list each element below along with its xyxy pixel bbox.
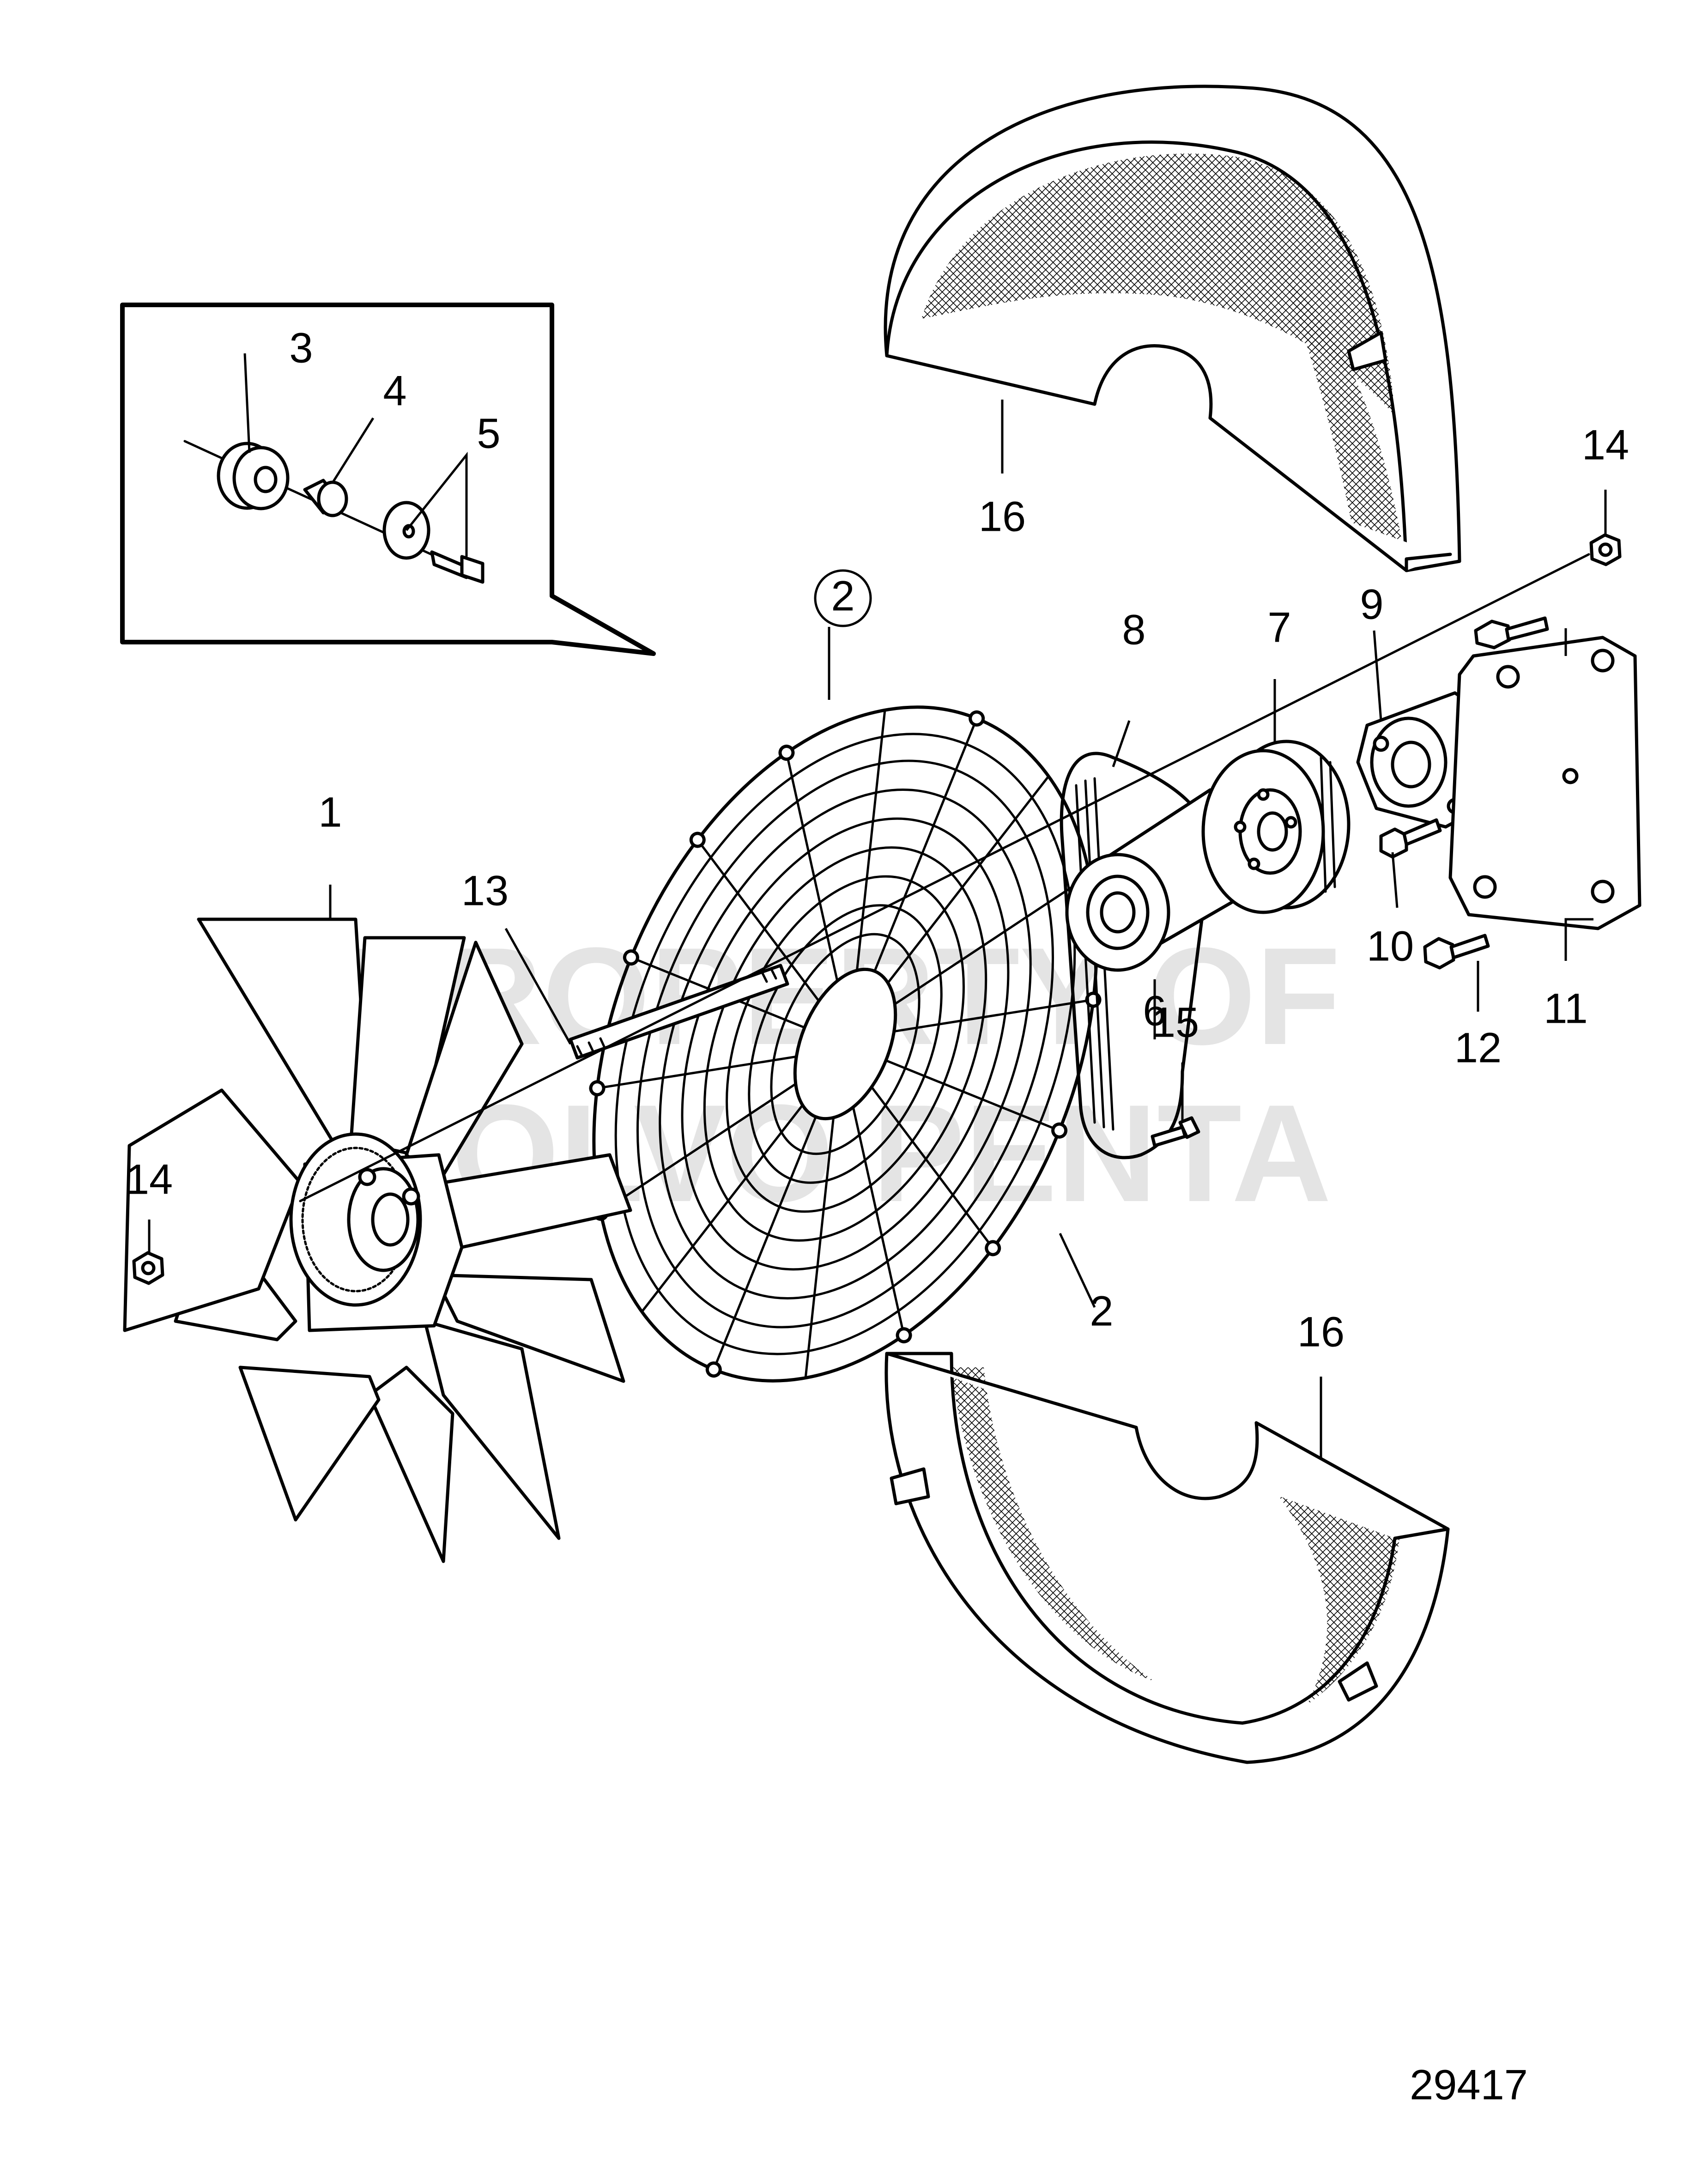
screw-15 bbox=[1151, 1116, 1200, 1147]
label-11: 11 bbox=[1544, 985, 1588, 1032]
assembly-axis-line bbox=[299, 553, 1590, 1202]
label-5: 5 bbox=[477, 410, 500, 457]
mounting-bracket bbox=[1448, 636, 1641, 930]
label-15: 15 bbox=[1152, 999, 1199, 1046]
fan-shroud-upper bbox=[884, 85, 1461, 572]
bolt-10 bbox=[1379, 818, 1442, 859]
bolt-upper bbox=[1474, 616, 1549, 649]
label-14-left: 14 bbox=[126, 1156, 173, 1203]
label-7: 7 bbox=[1267, 604, 1291, 651]
label-3: 3 bbox=[289, 324, 313, 371]
drawing-number: 29417 bbox=[1410, 2061, 1528, 2108]
label-10: 10 bbox=[1367, 923, 1414, 970]
label-8: 8 bbox=[1122, 606, 1145, 653]
lock-nut-right bbox=[1589, 533, 1622, 566]
inset-frame bbox=[120, 303, 656, 656]
label-1: 1 bbox=[318, 789, 342, 836]
label-16-bottom: 16 bbox=[1297, 1308, 1345, 1355]
label-4: 4 bbox=[383, 367, 406, 414]
rubber-grommet bbox=[217, 442, 290, 510]
label-9: 9 bbox=[1360, 581, 1383, 628]
lock-nut-left bbox=[132, 1251, 164, 1285]
label-16-top: 16 bbox=[979, 493, 1026, 540]
label-12: 12 bbox=[1454, 1024, 1502, 1071]
detail-inset bbox=[120, 303, 656, 656]
leader-lines bbox=[148, 353, 1607, 1460]
fan-shroud-lower bbox=[884, 1352, 1450, 1764]
callout-circle-2 bbox=[814, 569, 872, 627]
label-2-bottom: 2 bbox=[1090, 1287, 1113, 1335]
label-14-right: 14 bbox=[1582, 421, 1629, 468]
callout-labels: 1 2 2 3 4 5 6 7 8 9 10 11 12 13 14 14 15… bbox=[126, 324, 1629, 2108]
label-13: 13 bbox=[461, 867, 509, 914]
fan-blade-assembly bbox=[123, 917, 632, 1563]
label-2-circled: 2 bbox=[831, 572, 854, 619]
label-6: 6 bbox=[1143, 987, 1166, 1034]
bolt-12 bbox=[1423, 934, 1490, 970]
pulley bbox=[1201, 740, 1351, 914]
fan-guard bbox=[589, 705, 1102, 1383]
